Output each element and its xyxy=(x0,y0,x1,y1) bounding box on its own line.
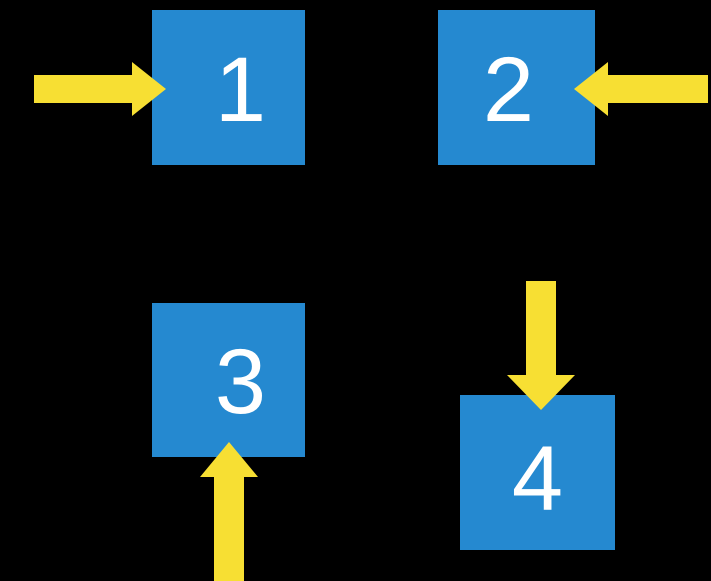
arrow-left-icon-into-node-2 xyxy=(574,62,708,116)
arrow-right-icon-into-node-1 xyxy=(34,62,166,116)
node-box-3[interactable]: 3 xyxy=(152,303,305,457)
node-label-2: 2 xyxy=(482,38,535,141)
arrow-up-icon-into-node-3 xyxy=(200,442,258,581)
node-label-4: 4 xyxy=(511,427,564,530)
node-box-2[interactable]: 2 xyxy=(438,10,595,165)
node-label-1: 1 xyxy=(214,38,267,141)
arrow-down-icon-into-node-4 xyxy=(507,281,575,410)
node-label-3: 3 xyxy=(214,331,267,433)
node-box-1[interactable]: 1 xyxy=(152,10,305,165)
node-box-4[interactable]: 4 xyxy=(460,395,615,550)
